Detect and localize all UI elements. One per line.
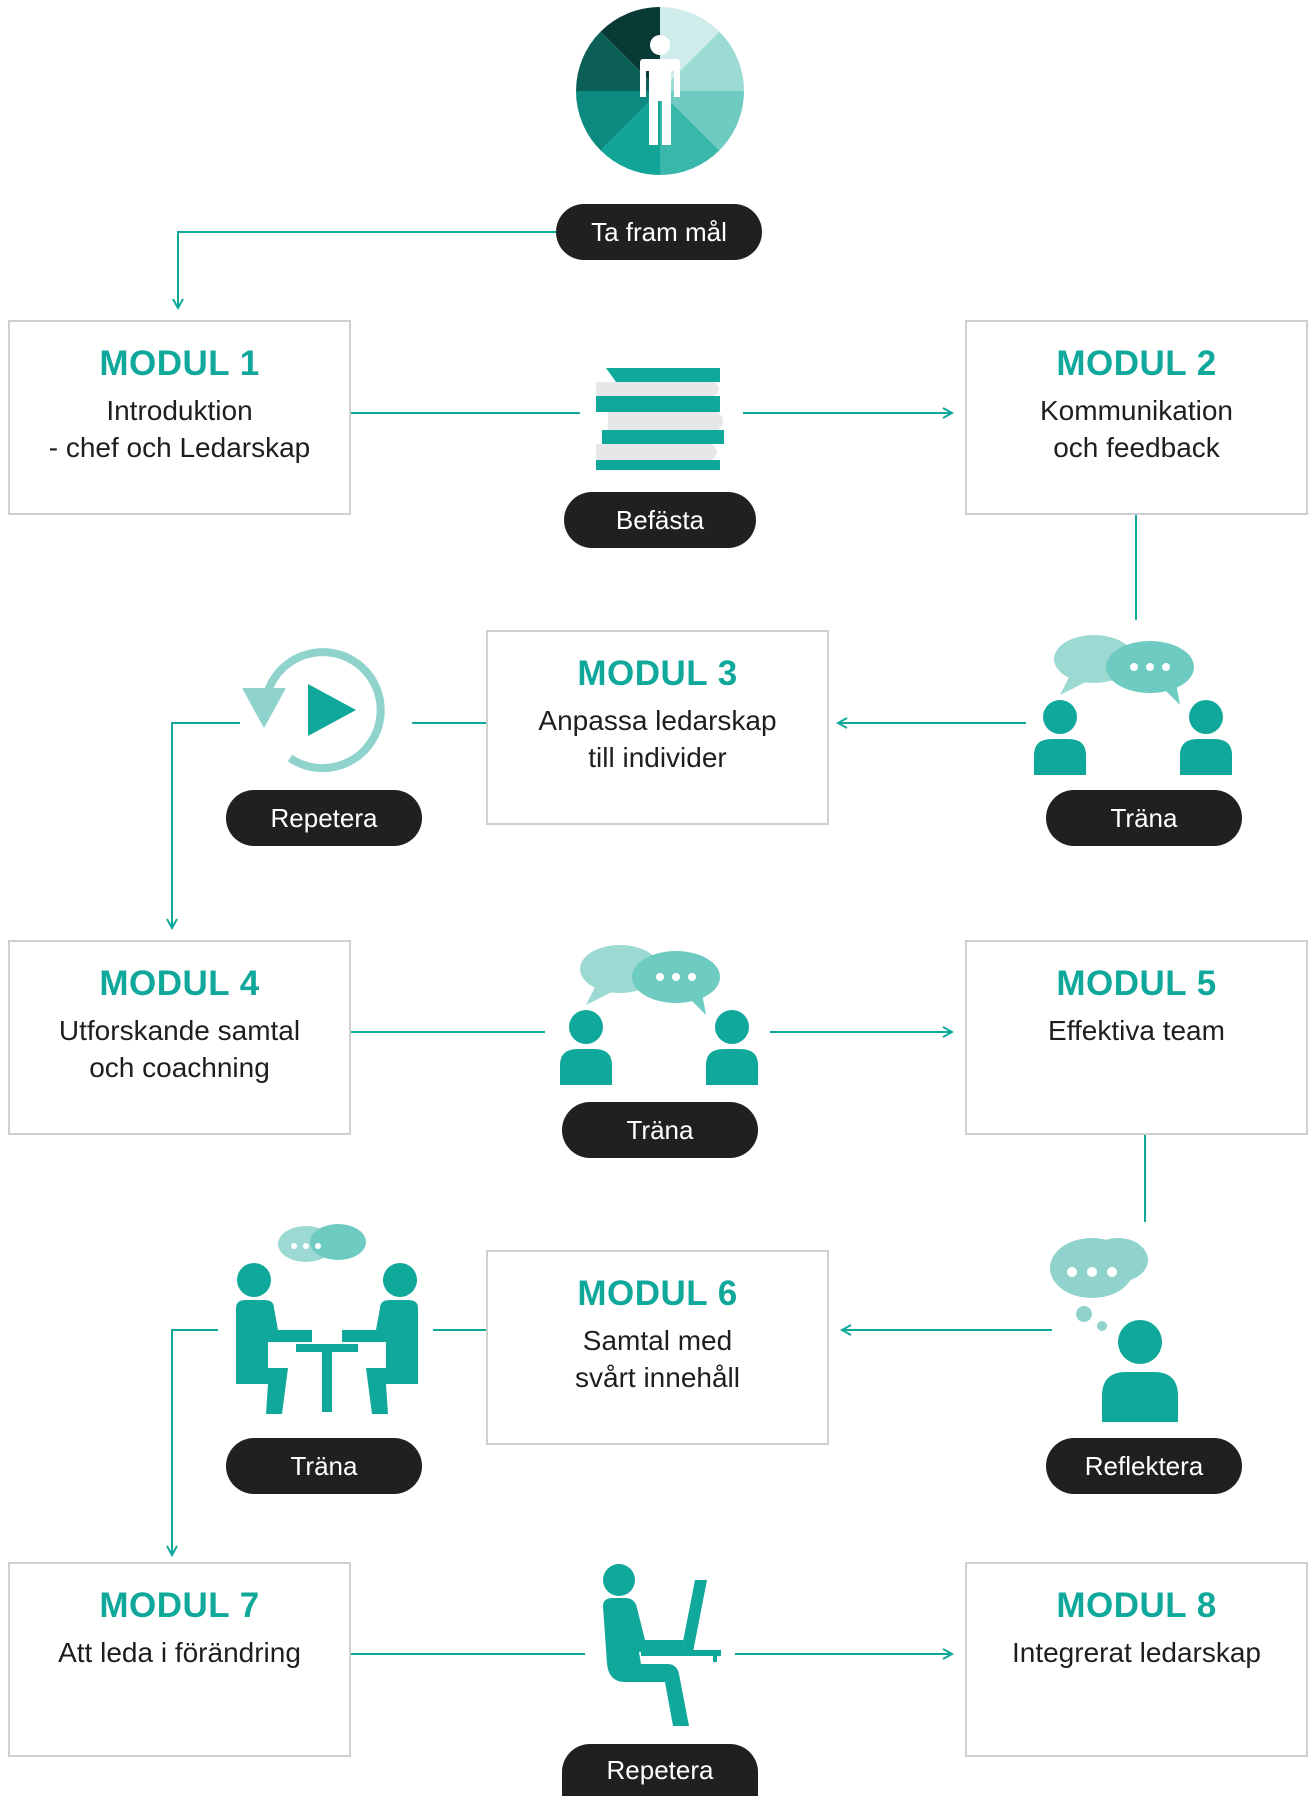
conversation-icon	[560, 945, 758, 1085]
goal-label: Ta fram mål	[591, 217, 727, 247]
step-pill-repetera: Repetera	[562, 1744, 758, 1796]
step-label: Träna	[1110, 803, 1178, 833]
module-4-description: Utforskande samtal och coachning	[58, 1015, 301, 1083]
laptop-person-icon	[603, 1564, 721, 1726]
module-2-title: MODUL 2	[1056, 344, 1217, 383]
step-pill-trana: Träna	[226, 1438, 422, 1494]
connector-m6-m7-arrow	[172, 1329, 218, 1555]
person-circle-icon	[576, 7, 744, 175]
module-3-description: Anpassa ledarskap till individer	[538, 705, 777, 773]
step-label: Repetera	[270, 803, 378, 833]
thinking-person-icon	[1050, 1238, 1178, 1422]
module-2-box: MODUL 2 Kommunikation och feedback	[965, 320, 1308, 515]
module-8-title: MODUL 8	[1056, 1586, 1217, 1625]
replay-icon	[242, 648, 385, 773]
module-7-title: MODUL 7	[99, 1586, 260, 1625]
connector-m3-m4-arrow	[172, 722, 240, 928]
module-8-description: Integrerat ledarskap	[1011, 1637, 1262, 1668]
connector-goal-m1	[178, 231, 560, 308]
step-pill-reflektera: Reflektera	[1046, 1438, 1242, 1494]
step-pill-repetera: Repetera	[226, 790, 422, 846]
module-1-title: MODUL 1	[99, 344, 260, 383]
module-2-description: Kommunikation och feedback	[1040, 395, 1233, 463]
module-5-box: MODUL 5 Effektiva team	[965, 940, 1308, 1135]
module-1-box: MODUL 1 Introduktion - chef och Ledarska…	[8, 320, 351, 515]
module-6-title: MODUL 6	[577, 1274, 738, 1313]
books-icon	[596, 368, 724, 470]
module-7-description: Att leda i förändring	[58, 1637, 301, 1668]
module-5-title: MODUL 5	[1056, 964, 1217, 1003]
table-meeting-icon	[236, 1224, 418, 1414]
goal-pill: Ta fram mål	[556, 204, 762, 260]
module-6-box: MODUL 6 Samtal med svårt innehåll	[486, 1250, 829, 1445]
step-label: Träna	[290, 1451, 358, 1481]
module-8-box: MODUL 8 Integrerat ledarskap	[965, 1562, 1308, 1757]
step-label: Reflektera	[1084, 1451, 1204, 1481]
step-pill-trana: Träna	[1046, 790, 1242, 846]
module-4-box: MODUL 4 Utforskande samtal och coachning	[8, 940, 351, 1135]
step-pill-trana: Träna	[562, 1102, 758, 1158]
module-4-title: MODUL 4	[99, 964, 260, 1003]
module-7-box: MODUL 7 Att leda i förändring	[8, 1562, 351, 1757]
conversation-icon	[1034, 635, 1232, 775]
step-label: Repetera	[606, 1755, 714, 1785]
step-label: Träna	[626, 1115, 694, 1145]
module-6-description: Samtal med svårt innehåll	[575, 1325, 740, 1393]
module-3-title: MODUL 3	[577, 654, 738, 693]
step-label: Befästa	[615, 505, 705, 535]
module-3-box: MODUL 3 Anpassa ledarskap till individer	[486, 630, 829, 825]
module-1-description: Introduktion - chef och Ledarskap	[48, 395, 311, 463]
step-pill-befasta: Befästa	[564, 492, 756, 548]
module-5-description: Effektiva team	[1048, 1015, 1225, 1046]
